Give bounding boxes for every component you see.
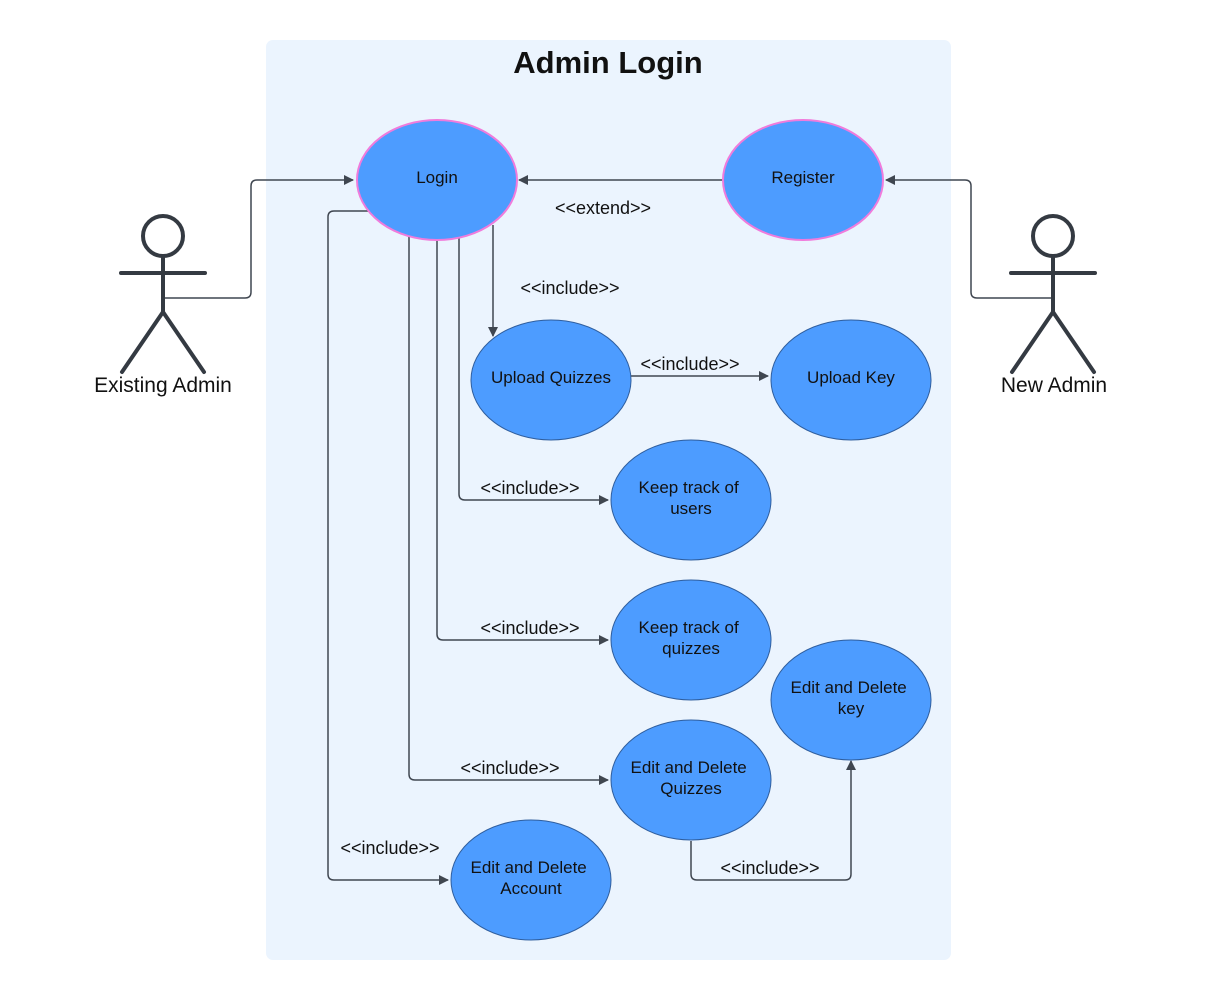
stick-figure-icon: [1009, 214, 1097, 374]
extend-label: <<extend>>: [555, 198, 651, 218]
svg-text:Keep track of quizzes: Keep track of quizzes: [639, 618, 744, 658]
include-label-track-users: <<include>>: [480, 478, 579, 498]
diagram-title: Admin Login: [513, 45, 702, 80]
svg-text:Register: Register: [771, 168, 835, 187]
usecase-edit-quizzes: Edit and Delete Quizzes: [610, 719, 772, 841]
usecase-upload-key: Upload Key: [770, 319, 932, 441]
connector-login-track-quizzes: [436, 239, 609, 645]
svg-text:Edit and Delete Quizzes: Edit and Delete Quizzes: [631, 758, 752, 798]
svg-text:Keep track of users: Keep track of users: [639, 478, 744, 518]
usecase-track-quizzes-line2: quizzes: [662, 639, 720, 658]
usecase-track-quizzes: Keep track of quizzes: [610, 579, 772, 701]
svg-text:Login: Login: [416, 168, 458, 187]
include-label-upload-key: <<include>>: [640, 354, 739, 374]
usecase-edit-account-line1: Edit and Delete: [471, 858, 587, 877]
connector-login-edit-quizzes: [408, 236, 609, 785]
include-label-upload-quizzes: <<include>>: [520, 278, 619, 298]
usecase-edit-account-line2: Account: [500, 879, 562, 898]
svg-text:Upload Quizzes: Upload Quizzes: [491, 368, 611, 387]
usecase-track-quizzes-line1: Keep track of: [639, 618, 739, 637]
connector-login-track-users: [458, 238, 609, 505]
usecase-register-label: Register: [771, 168, 835, 187]
connector-existing-admin-login: [165, 175, 354, 299]
usecase-login-label: Login: [416, 168, 458, 187]
usecase-upload-quizzes-label: Upload Quizzes: [491, 368, 611, 387]
usecase-track-users-line2: users: [670, 499, 712, 518]
include-label-edit-key: <<include>>: [720, 858, 819, 878]
svg-text:Edit and Delete key: Edit and Delete key: [791, 678, 912, 718]
svg-text:Edit and Delete Account: Edit and Delete Account: [471, 858, 592, 898]
usecase-edit-key: Edit and Delete key: [770, 639, 932, 761]
actor-existing-admin: Existing Admin: [94, 214, 232, 397]
connector-new-admin-register: [885, 175, 1052, 299]
actor-existing-admin-label: Existing Admin: [94, 374, 232, 397]
usecase-upload-quizzes: Upload Quizzes: [470, 319, 632, 441]
usecase-edit-quizzes-line1: Edit and Delete: [631, 758, 747, 777]
usecase-login: Login: [356, 119, 518, 241]
include-label-edit-account: <<include>>: [340, 838, 439, 858]
usecase-edit-key-line1: Edit and Delete: [791, 678, 907, 697]
usecase-upload-key-label: Upload Key: [807, 368, 895, 387]
usecase-register: Register: [722, 119, 884, 241]
actor-new-admin: New Admin: [1001, 214, 1107, 397]
actor-new-admin-label: New Admin: [1001, 374, 1107, 397]
connector-edit-quizzes-edit-key: [690, 760, 856, 881]
svg-text:Upload Key: Upload Key: [807, 368, 895, 387]
connector-login-edit-account: [327, 210, 449, 885]
usecase-edit-quizzes-line2: Quizzes: [660, 779, 721, 798]
usecase-edit-account: Edit and Delete Account: [450, 819, 612, 941]
include-label-track-quizzes: <<include>>: [480, 618, 579, 638]
stick-figure-icon: [119, 214, 207, 374]
usecase-edit-key-line2: key: [838, 699, 865, 718]
include-label-edit-quizzes: <<include>>: [460, 758, 559, 778]
usecase-track-users-line1: Keep track of: [639, 478, 739, 497]
usecase-track-users: Keep track of users: [610, 439, 772, 561]
